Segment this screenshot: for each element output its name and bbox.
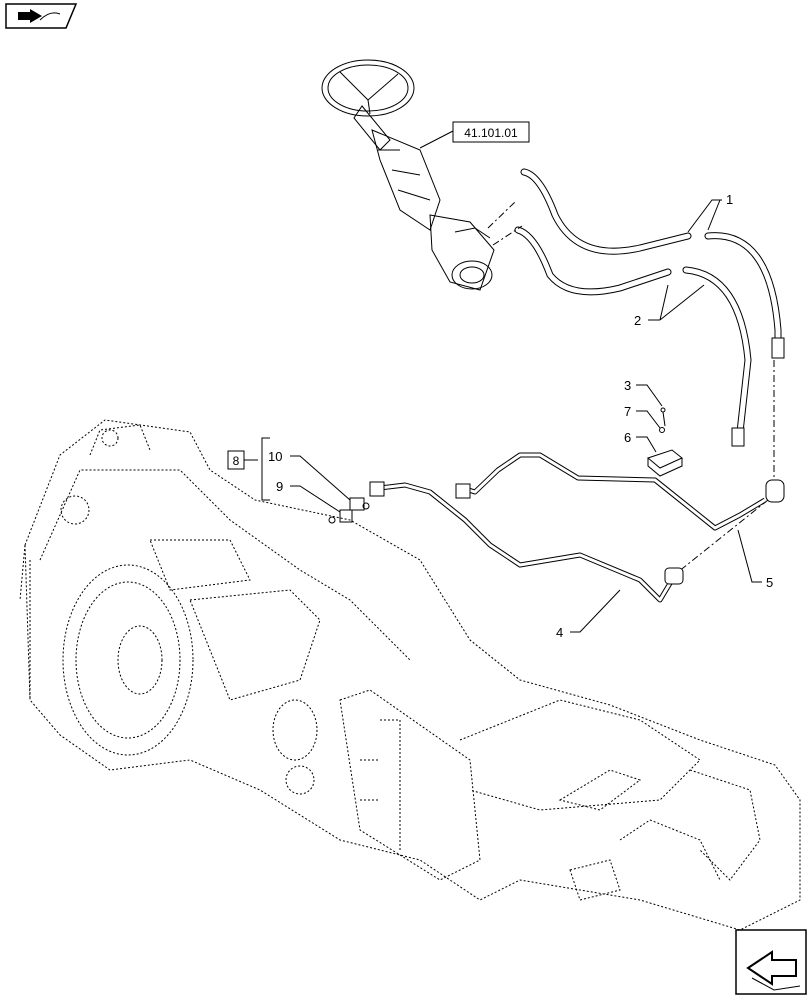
svg-text:2: 2	[634, 313, 641, 328]
callout-5[interactable]: 5	[737, 529, 773, 590]
transmission-housing-illustration	[19, 419, 801, 931]
svg-text:10: 10	[268, 449, 282, 464]
steering-column-illustration	[321, 59, 495, 291]
fitting-9[interactable]	[328, 509, 353, 524]
reference-box[interactable]: 41.101.01	[419, 121, 530, 149]
callout-6[interactable]: 6	[624, 430, 657, 453]
pipe-4[interactable]	[369, 481, 684, 603]
next-page-arrow-icon[interactable]	[735, 929, 807, 995]
book-arrow-icon[interactable]	[5, 3, 78, 29]
callout-9[interactable]: 9	[276, 479, 341, 513]
callout-2[interactable]: 2	[634, 284, 705, 328]
fitting-10[interactable]	[349, 497, 370, 511]
bolt-3[interactable]	[660, 407, 666, 427]
svg-text:3: 3	[624, 378, 631, 393]
svg-text:5: 5	[766, 575, 773, 590]
connection-line	[487, 201, 523, 246]
callout-4[interactable]: 4	[556, 589, 621, 640]
group-box[interactable]: 8	[227, 437, 270, 501]
svg-text:8: 8	[233, 454, 240, 468]
reference-label: 41.101.01	[464, 126, 518, 140]
washer-7[interactable]	[659, 427, 665, 433]
clamp-6[interactable]	[646, 449, 683, 477]
hose-2[interactable]	[514, 226, 752, 447]
svg-text:1: 1	[726, 192, 733, 207]
callout-10[interactable]: 10	[268, 449, 351, 501]
svg-text:4: 4	[556, 625, 563, 640]
connection-line	[677, 499, 769, 573]
svg-text:7: 7	[624, 404, 631, 419]
pipe-5[interactable]	[455, 452, 785, 531]
callout-1[interactable]: 1	[687, 192, 733, 233]
hose-1[interactable]	[520, 168, 785, 359]
callout-7[interactable]: 7	[624, 404, 661, 429]
svg-text:9: 9	[276, 479, 283, 494]
svg-text:6: 6	[624, 430, 631, 445]
callout-3[interactable]: 3	[624, 378, 663, 407]
